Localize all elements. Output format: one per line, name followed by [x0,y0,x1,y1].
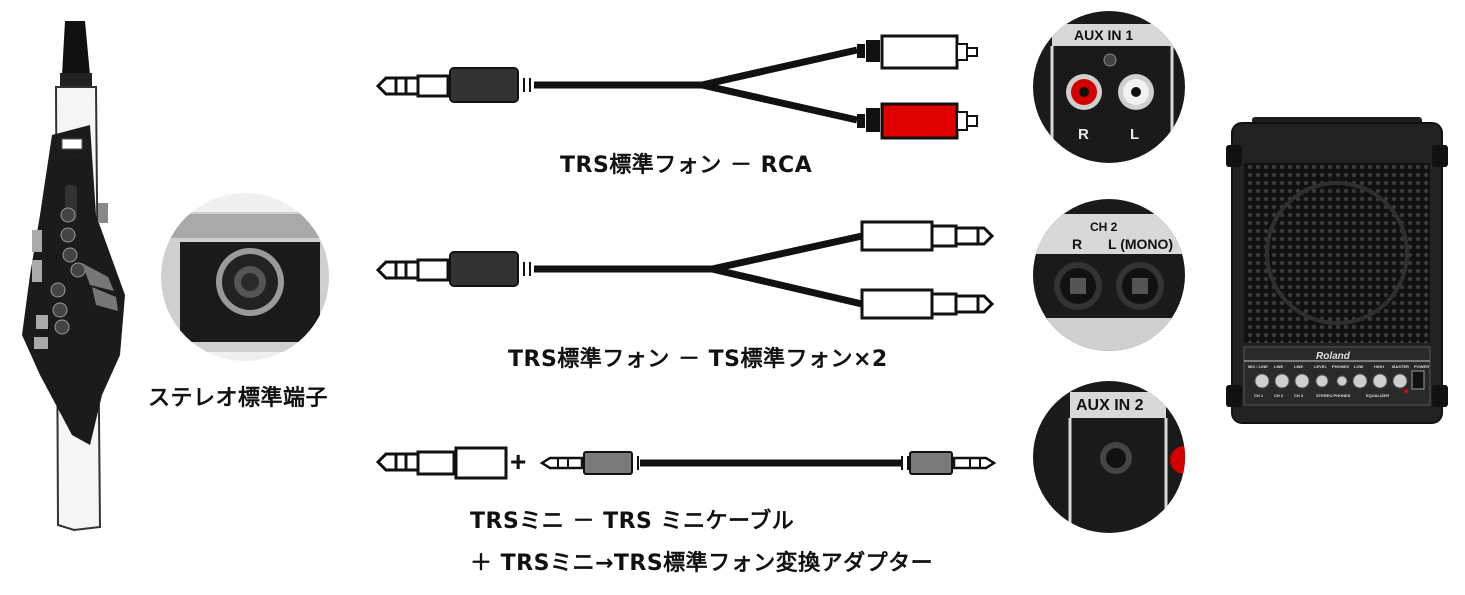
jack-label: ステレオ標準端子 [148,386,329,411]
cable-caption-adapter: ＋ TRSミニ→TRS標準フォン変換アダプター [470,551,934,576]
cable-trs-rca [375,34,978,140]
instrument-brand: Roland [62,154,81,160]
amp-knob-label: MIC / LINE [1248,364,1268,369]
amp-knob-label: LINE [1274,364,1284,369]
amp-brand: Roland [1316,351,1350,362]
amplifier-image [1226,117,1448,424]
amp-knob-labels: MIC / LINE LINE LINE LEVEL PHONES LOW HI… [1246,364,1432,372]
amp-knob-label: MASTER [1392,364,1409,369]
panel-aux-in-1 [1033,11,1185,163]
plus-sign: + [510,446,527,477]
rca-white-plug [880,34,959,70]
cable-caption-rca: TRS標準フォン － RCA [560,153,813,178]
amp-knob-label: POWER [1414,364,1430,369]
cable-caption-mini: TRSミニ － TRS ミニケーブル [470,509,795,534]
cable-caption-ts2: TRS標準フォン － TS標準フォン×2 [508,347,888,372]
rca-red-plug [880,102,959,140]
ch2-header: CH 2 [1090,220,1118,234]
stereo-jack-closeup [161,193,329,361]
instrument-image: Roland [22,21,125,532]
panel-aux-in-2 [1033,381,1185,533]
cable-trs-mini [375,446,997,480]
amp-knob-label: LEVEL [1314,364,1327,369]
amp-bottom-label: CH 1 [1254,393,1264,398]
ch2-left-label: R [1072,236,1083,252]
aux1-left-label: R [1078,126,1089,143]
amp-knob-label: LINE [1294,364,1304,369]
panel-ch2 [1033,199,1185,351]
ch2-right-label: L (MONO) [1108,236,1174,252]
amp-bottom-label: CH 3 [1294,393,1304,398]
aux1-right-label: L [1130,126,1140,143]
amp-bottom-label: STEREO PHONES [1316,393,1351,398]
amp-bottom-label: EQUALIZER [1366,393,1390,398]
aux1-header: AUX IN 1 [1074,27,1134,43]
cable-trs-ts2 [375,220,995,320]
amp-bottom-labels: CH 1 CH 2 CH 3 STEREO PHONES EQUALIZER [1246,393,1432,401]
amp-bottom-label: CH 2 [1274,393,1284,398]
amp-knob-label: PHONES [1332,364,1349,369]
amp-knob-label: HIGH [1374,364,1384,369]
aux2-header: AUX IN 2 [1076,397,1144,414]
amp-knob-label: LOW [1354,364,1364,369]
